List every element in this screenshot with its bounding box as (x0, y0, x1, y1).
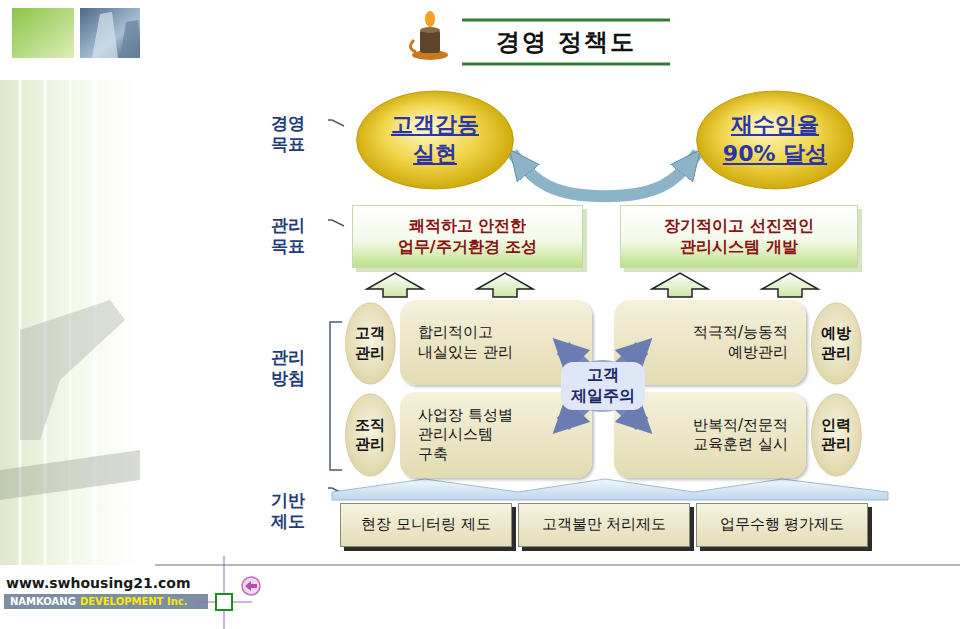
node-text: 재수임율 90% 달성 (719, 111, 831, 168)
nav-back-arrow (245, 581, 257, 591)
panel-figure (0, 450, 140, 500)
row-bracket (328, 120, 344, 126)
ellipse-fill (357, 91, 514, 189)
up-arrow (367, 273, 423, 297)
policy-ellipse: 고객 관리 (345, 302, 396, 385)
row-label: 관리 방침 (266, 347, 310, 390)
cross-arrows: 고객 제일주의 (540, 326, 665, 446)
node-text: 장기적이고 선진적인 관리시스템 개발 (658, 216, 820, 258)
company-band (4, 594, 208, 609)
corner-tile (12, 8, 74, 58)
ellipse-outline (355, 90, 515, 190)
ellipse-outline (695, 90, 855, 190)
node-text: 고객불만 처리제도 (542, 515, 667, 535)
ellipse-fill (345, 303, 395, 384)
row-label: 경영 목표 (266, 113, 310, 156)
row-bracket (328, 220, 344, 226)
company-name: NAMKOANG (10, 595, 76, 608)
building-shape (120, 20, 140, 58)
node-text: 쾌적하고 안전한 업무/주거환경 조성 (398, 216, 538, 258)
title-rule (462, 19, 670, 22)
ellipse-fill (811, 394, 861, 476)
up-arrows (367, 273, 818, 297)
node-text: 인력 관리 (818, 416, 854, 455)
up-arrow (652, 273, 708, 297)
policy-ellipse: 조직 관리 (345, 393, 396, 477)
icon-rim (420, 27, 440, 33)
nav-back-button (242, 577, 260, 595)
system-box: 업무수행 평가제도 (696, 503, 868, 547)
row-brackets (328, 120, 344, 494)
foundation-band (332, 479, 888, 500)
company-name: DEVELOPMENT Inc. (80, 595, 188, 608)
system-box: 현장 모니터링 제도 (340, 503, 512, 547)
title-rule (462, 63, 670, 66)
crosshair (224, 556, 225, 629)
ellipse-fill (697, 91, 854, 189)
node-text: 현장 모니터링 제도 (361, 515, 491, 535)
node-text: 사업장 특성별 관리시스템 구축 (418, 406, 524, 465)
node-text: 적극적/능동적 예방관리 (682, 323, 788, 362)
up-arrow (477, 273, 533, 297)
row-label: 기반 제도 (266, 490, 310, 533)
icon-body (420, 30, 440, 53)
website-url: www.swhousing21.com (6, 575, 190, 593)
band-arrows (332, 479, 888, 500)
icon-flame (425, 11, 435, 27)
footer-rule (155, 564, 960, 566)
node-text: 조직 관리 (352, 416, 388, 455)
building-photo (80, 8, 140, 58)
page-title: 경영 정책도 (462, 26, 670, 58)
target-box: 쾌적하고 안전한 업무/주거환경 조성 (352, 205, 583, 268)
side-panel (0, 80, 140, 565)
panel-figure (20, 300, 125, 440)
node-text: 업무수행 평가제도 (720, 515, 845, 535)
node-text: 고객 관리 (352, 324, 388, 363)
system-box: 고객불만 처리제도 (518, 503, 690, 547)
curved-arrow (512, 153, 697, 196)
icon-handle (410, 40, 416, 52)
ellipse-fill (811, 303, 861, 384)
nav-square (216, 594, 232, 610)
node-text: 합리적이고 내실있는 관리 (418, 323, 524, 362)
goal-ellipse: 재수임율 90% 달성 (695, 90, 855, 190)
node-text: 반복적/전문적 교육훈련 실시 (682, 416, 788, 455)
target-box: 장기적이고 선진적인 관리시스템 개발 (620, 205, 858, 268)
row-label: 관리 목표 (266, 215, 310, 258)
node-text: 예방 관리 (818, 324, 854, 363)
title-icon (410, 11, 448, 60)
ellipse-fill (345, 394, 395, 476)
building-shape (92, 12, 118, 58)
policy-ellipse: 예방 관리 (811, 302, 862, 385)
up-arrow (762, 273, 818, 297)
node-text: 고객 제일주의 (561, 362, 645, 410)
row-bracket (330, 322, 342, 470)
policy-ellipse: 인력 관리 (811, 393, 862, 477)
goal-ellipse: 고객감동 실현 (355, 90, 515, 190)
node-text: 고객감동 실현 (379, 111, 491, 168)
